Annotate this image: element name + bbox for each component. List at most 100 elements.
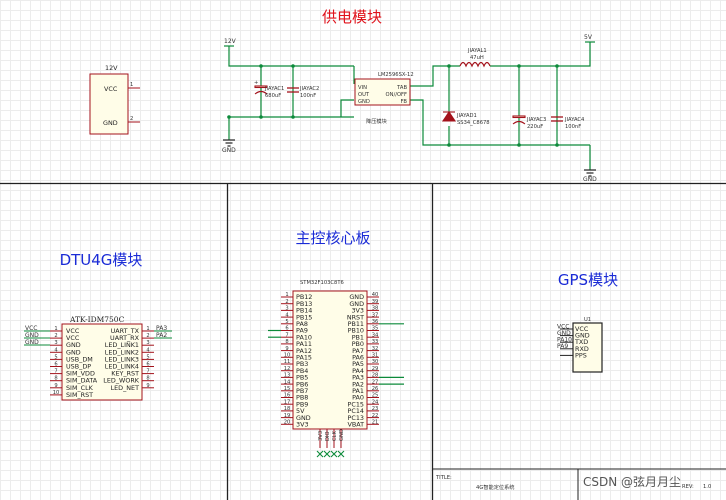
- no-connect-mark: [330, 450, 338, 458]
- mcu-right-pin-label: GND: [349, 293, 364, 301]
- mcu-right-pin-label: PA5: [352, 360, 364, 368]
- mcu-right-pin-label: VBAT: [347, 421, 364, 429]
- dtu-right-pin-label: UART_RX: [110, 334, 140, 342]
- inductor-value: 47uH: [470, 55, 484, 61]
- regulator-ref: LM2596SX-12: [378, 72, 414, 78]
- dtu-net-label-left: GND: [25, 339, 39, 346]
- mcu-right-pin-label: PA0: [352, 394, 364, 402]
- mcu-left-pin-label: PA12: [296, 347, 312, 355]
- mcu-body: [292, 290, 368, 430]
- dtu-right-pin-num: 1: [146, 326, 149, 332]
- dtu-right-pin-num: 4: [146, 347, 150, 353]
- mcu-right-pin-num: 25: [372, 393, 379, 399]
- mcu-right-pin-num: 27: [372, 379, 379, 385]
- mcu-right-pin-label: PB10: [348, 327, 364, 335]
- dtu-right-pin-label: LED_LINK1: [105, 341, 139, 349]
- mcu-right-pin-num: 35: [372, 326, 379, 332]
- mcu-left-pin-num: 12: [284, 366, 291, 372]
- title-block-title: 4G智能定位系统: [476, 483, 514, 491]
- gps-net-label: PA10: [557, 337, 572, 344]
- mcu-right-pin-num: 22: [372, 413, 379, 419]
- dtu-left-pin-num: 2: [54, 333, 57, 339]
- mcu-left-pin-num: 6: [285, 326, 288, 332]
- mcu-left-pin-num: 17: [284, 399, 291, 405]
- dtu-left-pin-label: VCC: [66, 327, 80, 335]
- gps-ref: U1: [584, 317, 591, 323]
- no-connect-mark: [337, 450, 345, 458]
- dtu-left-pin-num: 1: [54, 326, 57, 332]
- diode-value: SS34_C8678: [457, 120, 490, 126]
- mcu-right-pin-num: 40: [372, 292, 379, 298]
- dtu-right-pin-num: 7: [146, 369, 149, 375]
- mcu-right-pin-num: 30: [372, 359, 379, 365]
- connector-pin2-num: 2: [130, 116, 133, 122]
- connector-pin-vcc: VCC: [104, 85, 118, 93]
- mcu-left-pin-num: 13: [284, 373, 291, 379]
- dtu-left-pin-label: SIM_VDD: [66, 370, 95, 378]
- dtu-left-pin-num: 8: [54, 376, 57, 382]
- mcu-right-pin-num: 34: [372, 332, 379, 338]
- mcu-left-pin-num: 4: [285, 312, 289, 318]
- dtu-right-pin-label: LED_LINK2: [105, 348, 139, 356]
- mcu-right-pin-label: PC15: [348, 400, 364, 408]
- dtu-left-pin-num: 4: [54, 347, 58, 353]
- mcu-right-pin-label: PC14: [348, 407, 364, 415]
- mcu-left-pin-label: PB4: [296, 367, 308, 375]
- title-block: TITLE: 4G智能定位系统 REV: 1.0: [432, 468, 726, 500]
- dtu-left-pin-label: SIM_CLK: [66, 384, 94, 392]
- section-title-dtu: DTU4G模块: [60, 251, 143, 269]
- mcu-left-pin-label: PB5: [296, 374, 308, 382]
- power-wires: [228, 42, 591, 170]
- dtu-right-pin-num: 3: [146, 340, 149, 346]
- mcu-left-pin-label: GND: [296, 414, 311, 422]
- mcu-left-pin-num: 15: [284, 386, 291, 392]
- mcu-bottom-pin-label: DIO: [325, 431, 331, 441]
- title-block-rev: REV:: [682, 484, 694, 490]
- mcu-left-pin-num: 1: [285, 292, 288, 298]
- mcu-left-pin-label: 5V: [296, 407, 305, 415]
- mcu-right-pin-num: 29: [372, 366, 379, 372]
- mcu-left-pin-label: PA8: [296, 320, 308, 328]
- gps-net-label: PA9: [557, 343, 568, 350]
- regulator-pin-vin: VIN: [358, 85, 367, 91]
- mcu-right-pin-num: 24: [372, 399, 379, 405]
- dtu-left-pin-label: GND: [66, 348, 81, 356]
- mcu-left-pin-label: PB6: [296, 380, 308, 388]
- dtu-net-label-left: GND: [25, 332, 39, 339]
- gps-body: [572, 322, 603, 373]
- mcu-left-pin-num: 9: [285, 346, 288, 352]
- gps-pin-label: RXD: [575, 345, 589, 353]
- no-connect-mark: [323, 450, 331, 458]
- mcu-right-pin-label: 3V3: [351, 307, 364, 315]
- dtu-right-pin-num: 5: [146, 354, 149, 360]
- capacitor-c3: [512, 115, 526, 125]
- mcu-left-pin-label: PB3: [296, 360, 308, 368]
- dtu-right-pin-label: LED_LINK4: [105, 363, 139, 371]
- mcu-right-pin-label: GND: [349, 300, 364, 308]
- gps-pin-label: VCC: [575, 325, 589, 333]
- dtu-module: ATK-IDM750C VCC1VCC2GND3GND4USB_DM5USB_D…: [24, 315, 172, 401]
- c4-value: 100nF: [565, 124, 581, 130]
- dtu-right-pin-label: LED_LINK3: [105, 355, 139, 363]
- regulator-pin-gnd: GND: [358, 99, 370, 105]
- dtu-left-pin-num: 6: [54, 362, 57, 368]
- mcu-right-pin-num: 36: [372, 319, 379, 325]
- dtu-left-pin-label: SIM_RST: [66, 391, 93, 399]
- mcu-left-pin-label: PB13: [296, 300, 312, 308]
- watermark: CSDN @弦月月尘: [583, 474, 681, 489]
- net-5v: 5V: [584, 34, 595, 43]
- mcu-right-pin-label: NRST: [347, 313, 364, 321]
- dtu-right-pin-num: 2: [146, 333, 149, 339]
- title-block-rev-value: 1.0: [703, 484, 711, 490]
- mcu-left-pin-label: PB8: [296, 394, 308, 402]
- regulator-pin-tab: TAB: [396, 85, 407, 91]
- dtu-right-pin-num: 8: [146, 376, 149, 382]
- mcu-right-pin-num: 28: [372, 373, 379, 379]
- regulator-pin-out: OUT: [358, 92, 370, 98]
- mcu-bottom-pin-label: CLK: [332, 430, 338, 441]
- dtu-left-pin-label: GND: [66, 341, 81, 349]
- connector-label: 12V: [105, 64, 118, 72]
- inductor-ref: JIAYAL1: [467, 48, 487, 54]
- gnd-symbol-right: GND: [583, 169, 597, 183]
